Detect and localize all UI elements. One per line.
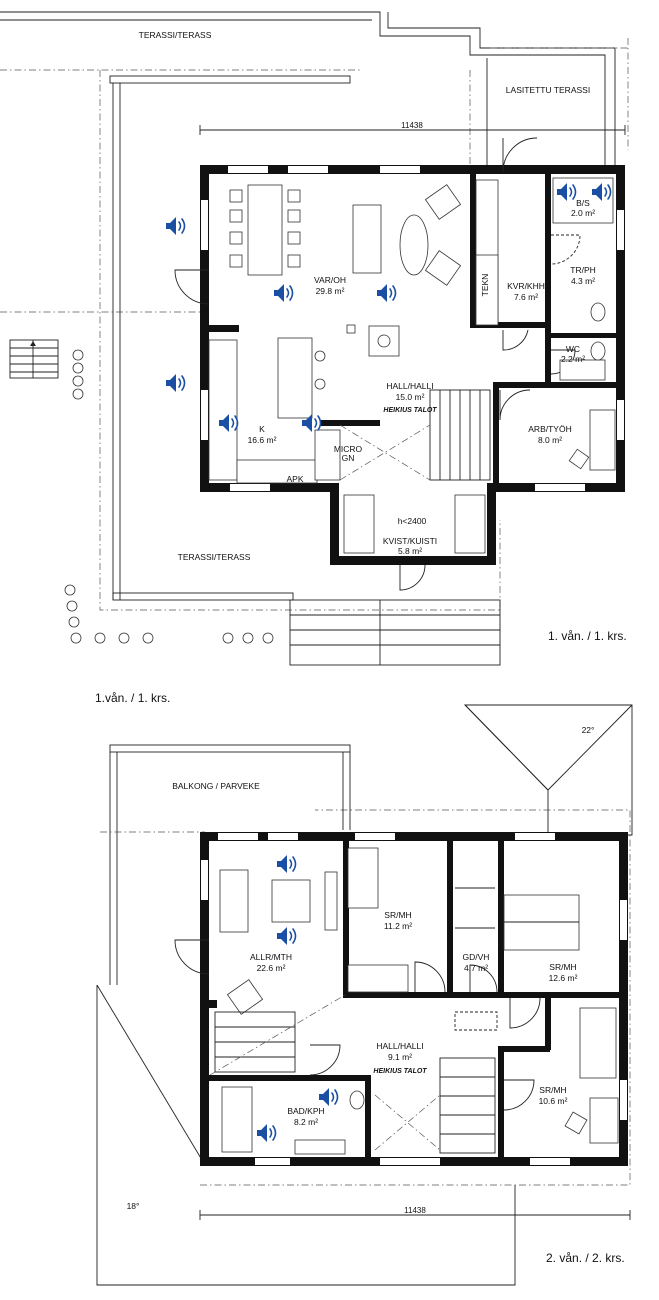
- room-area-hall2: 9.1 m²: [388, 1052, 412, 1062]
- dimension-label: 11438: [401, 121, 423, 130]
- room-area-loft: 22.6 m²: [257, 963, 286, 973]
- walls-floor-1: [200, 165, 625, 565]
- room-area-kitchen: 16.6 m²: [248, 435, 277, 445]
- room-area-wardrobe: 4.7 m²: [464, 963, 488, 973]
- dimension-line-1: 11438: [199, 121, 626, 135]
- doors-floor-1: [174, 137, 581, 591]
- dimension-line-2: 11438: [199, 1206, 631, 1220]
- room-area-utility: 7.6 m²: [514, 292, 538, 302]
- room-area-work: 8.0 m²: [538, 435, 562, 445]
- speaker-icon: [257, 1124, 277, 1142]
- room-name-bath: BAD/KPH: [287, 1106, 324, 1116]
- speaker-icon: [592, 183, 612, 201]
- floor-1-caption-below: 1.vån. / 1. krs.: [95, 691, 170, 705]
- speaker-icon: [277, 927, 297, 945]
- speaker-icon: [302, 414, 322, 432]
- terrace-bottom-label: TERASSI/TERASS: [178, 552, 251, 562]
- brand-logo-2: HEIKIUS TALOT: [373, 1068, 427, 1075]
- room-area-bedroom2: 12.6 m²: [549, 973, 578, 983]
- doors-floor-2: [174, 939, 541, 1111]
- roof-outline: 22° 18°: [96, 704, 633, 1286]
- room-name-sauna: B/S: [576, 198, 590, 208]
- speaker-icons: [166, 183, 612, 1142]
- balcony-label: BALKONG / PARVEKE: [172, 781, 260, 791]
- room-area-sauna: 2.0 m²: [571, 208, 595, 218]
- micro-label-2: GN: [342, 453, 355, 463]
- room-area-bedroom3: 10.6 m²: [539, 1096, 568, 1106]
- stairs-floor-1: [339, 389, 491, 481]
- balcony: BALKONG / PARVEKE: [100, 744, 351, 985]
- micro-label: MICRO: [334, 444, 363, 454]
- room-name-bedroom1: SR/MH: [384, 910, 411, 920]
- apk-label: APK: [286, 474, 303, 484]
- speaker-icon: [219, 414, 239, 432]
- ceiling-height-label: h<2400: [398, 516, 427, 526]
- room-name-loft: ALLR/MTH: [250, 952, 292, 962]
- room-area-hall: 15.0 m²: [396, 392, 425, 402]
- furniture-floor-1: [208, 177, 616, 554]
- room-area-living: 29.8 m²: [316, 286, 345, 296]
- room-name-hall: HALL/HALLI: [386, 381, 433, 391]
- brand-logo: HEIKIUS TALOT: [383, 407, 437, 414]
- room-labels-floor-1: VAR/OH 29.8 m² K 16.6 m² HALL/HALLI 15.0…: [95, 30, 627, 705]
- speaker-icon: [319, 1088, 339, 1106]
- speaker-icon: [277, 855, 297, 873]
- tech-label: TEKN: [480, 274, 490, 297]
- speaker-icon: [166, 217, 186, 235]
- glazed-terrace-label: LASITETTU TERASSI: [506, 85, 590, 95]
- terrace-outline: [0, 11, 630, 611]
- room-area-dressing: 4.3 m²: [571, 276, 595, 286]
- floor-1-caption: 1. vån. / 1. krs.: [548, 629, 627, 643]
- roof-angle-right: 22°: [582, 725, 595, 735]
- room-name-dressing: TR/PH: [570, 265, 596, 275]
- front-steps: [289, 599, 501, 666]
- furniture-floor-2: [219, 847, 619, 1155]
- speaker-icon: [557, 183, 577, 201]
- room-name-wardrobe: GD/VH: [463, 952, 490, 962]
- room-name-bedroom3: SR/MH: [539, 1085, 566, 1095]
- dimension-label-2: 11438: [404, 1206, 426, 1215]
- speaker-icon: [274, 284, 294, 302]
- shrubs: [64, 349, 274, 644]
- room-name-work: ARB/TYÖH: [528, 424, 571, 434]
- floor-1: 11438: [0, 11, 630, 705]
- speaker-icon: [377, 284, 397, 302]
- room-area-bath: 8.2 m²: [294, 1117, 318, 1127]
- floor-2-caption: 2. vån. / 2. krs.: [546, 1251, 625, 1265]
- walls-floor-2: [200, 832, 628, 1166]
- room-name-bedroom2: SR/MH: [549, 962, 576, 972]
- stairs-floor-2: [209, 994, 498, 1154]
- room-name-kitchen: K: [259, 424, 265, 434]
- room-labels-floor-2: ALLR/MTH 22.6 m² SR/MH 11.2 m² GD/VH 4.7…: [250, 910, 625, 1265]
- room-area-bedroom1: 11.2 m²: [384, 921, 412, 931]
- floor-2: 22° 18° BALKONG / PARVEKE 11438: [96, 704, 633, 1286]
- room-name-living: VAR/OH: [314, 275, 346, 285]
- room-area-porch: 5.8 m²: [398, 546, 422, 556]
- roof-angle-left: 18°: [127, 1201, 140, 1211]
- left-stairs: [9, 339, 59, 379]
- speaker-icon: [166, 374, 186, 392]
- room-name-wc: WC: [566, 344, 580, 354]
- room-name-porch: KVIST/KUISTI: [383, 536, 437, 546]
- terrace-top-label: TERASSI/TERASS: [139, 30, 212, 40]
- room-name-hall2: HALL/HALLI: [376, 1041, 423, 1051]
- room-area-wc: 2.2 m²: [561, 354, 585, 364]
- room-name-utility: KVR/KHH: [507, 281, 545, 291]
